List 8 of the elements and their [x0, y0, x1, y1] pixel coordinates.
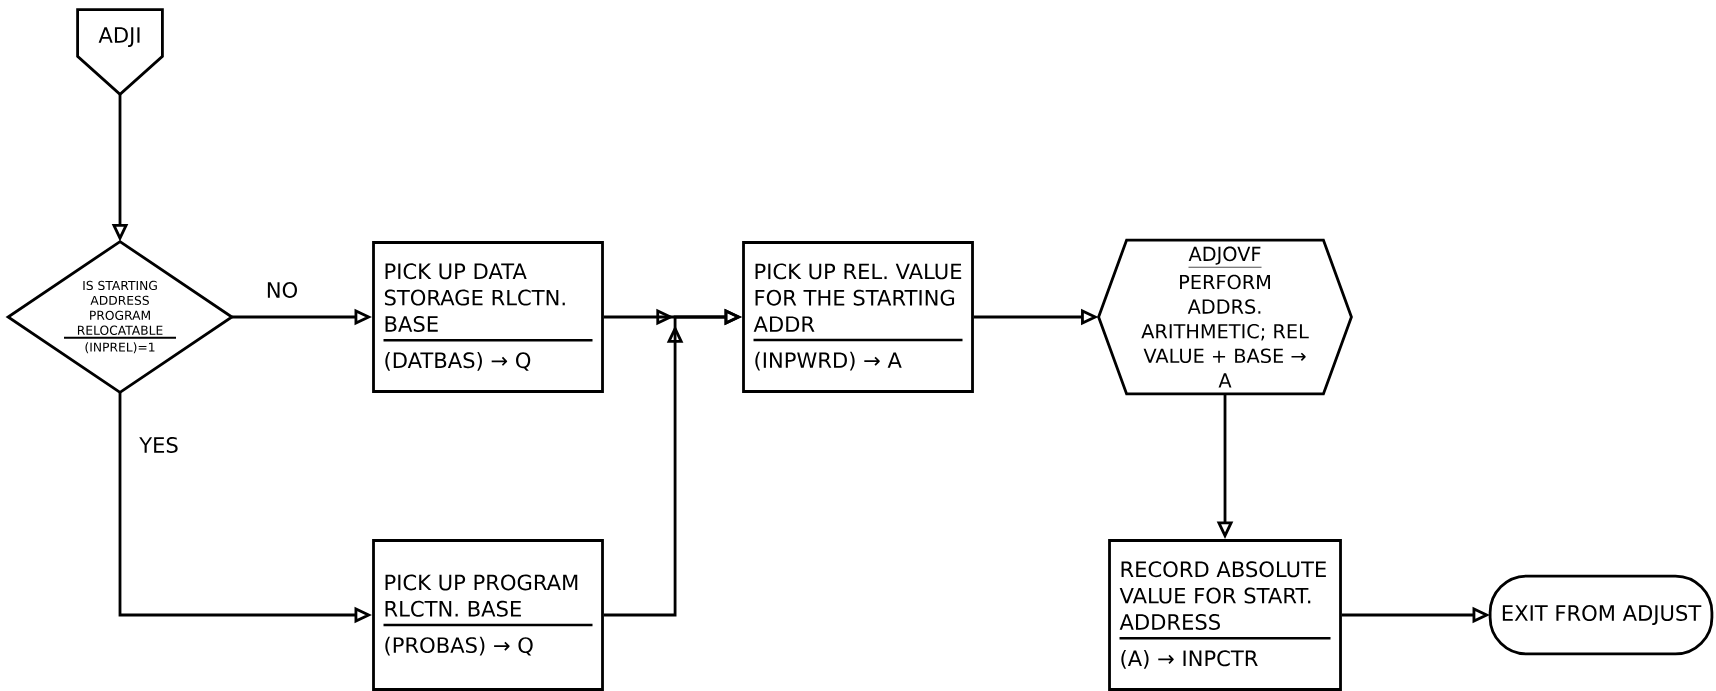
process-box: PICK UP PROGRAM RLCTN. BASE (PROBAS) → Q: [372, 539, 604, 691]
edge-label: YES: [137, 435, 181, 455]
process-box: PICK UP DATA STORAGE RLCTN. BASE (DATBAS) → Q: [372, 241, 604, 393]
process-box: RECORD ABSOLUTE VALUE FOR START. ADDRESS (A) → INPCTR: [1108, 539, 1342, 691]
edge-label: NO: [264, 280, 300, 300]
process-box: PICK UP REL. VALUE FOR THE STARTING ADDR (INPWRD) → A: [742, 241, 974, 393]
process-hexagon: ADJOVF PERFORM ADDRS. ARITHMETIC; REL VALUE + BASE → A: [1097, 238, 1353, 396]
connector-pentagon: ADJI: [76, 8, 164, 97]
